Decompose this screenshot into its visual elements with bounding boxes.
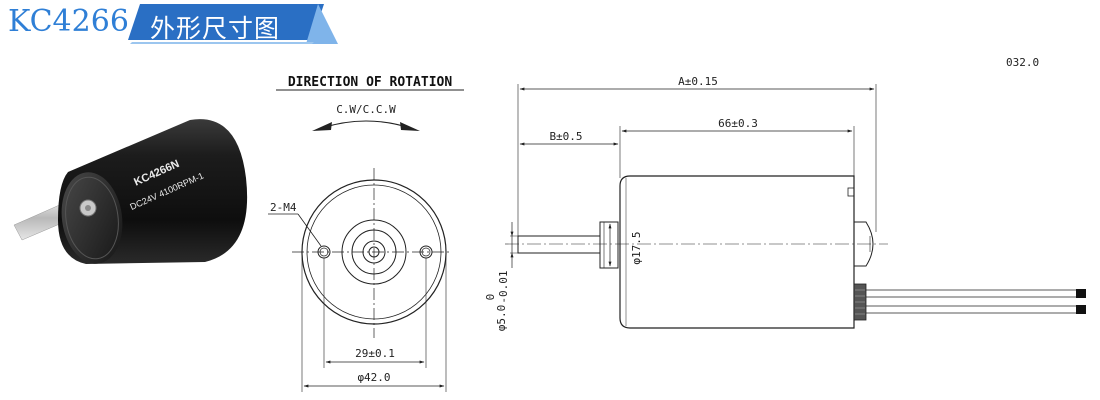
shaft-tol-lower: -0.01 bbox=[497, 270, 510, 303]
hole-spacing-label: 29±0.1 bbox=[355, 347, 395, 360]
boss-diameter-label: φ17.5 bbox=[630, 231, 643, 264]
rotation-title: DIRECTION OF ROTATION bbox=[288, 75, 453, 90]
overall-length-label: A±0.15 bbox=[678, 75, 718, 88]
shaft-tol-upper: 0 bbox=[484, 294, 497, 301]
shaft-diameter-label: φ5.0 bbox=[495, 305, 508, 332]
holes-label: 2-M4 bbox=[270, 201, 297, 214]
title-banner bbox=[128, 4, 338, 44]
shaft-length-label: B±0.5 bbox=[549, 130, 582, 143]
side-view: A±0.15 B±0.5 66±0.3 bbox=[484, 56, 1086, 331]
diameter-label: φ42.0 bbox=[357, 371, 390, 384]
header: KC4266 外形尺寸图 bbox=[0, 0, 340, 46]
model-number: KC4266 bbox=[8, 4, 129, 39]
front-view: DIRECTION OF ROTATION C.W/C.C.W 2-M4 29±… bbox=[268, 75, 464, 392]
body-length-label: 66±0.3 bbox=[718, 117, 758, 130]
section-title: 外形尺寸图 bbox=[150, 14, 281, 43]
rotation-direction: C.W/C.C.W bbox=[336, 103, 396, 116]
motor-photo: KC4266N DC24V 4100RPM-1 bbox=[13, 119, 248, 264]
faint-corner-label: 032.0 bbox=[1006, 56, 1039, 69]
